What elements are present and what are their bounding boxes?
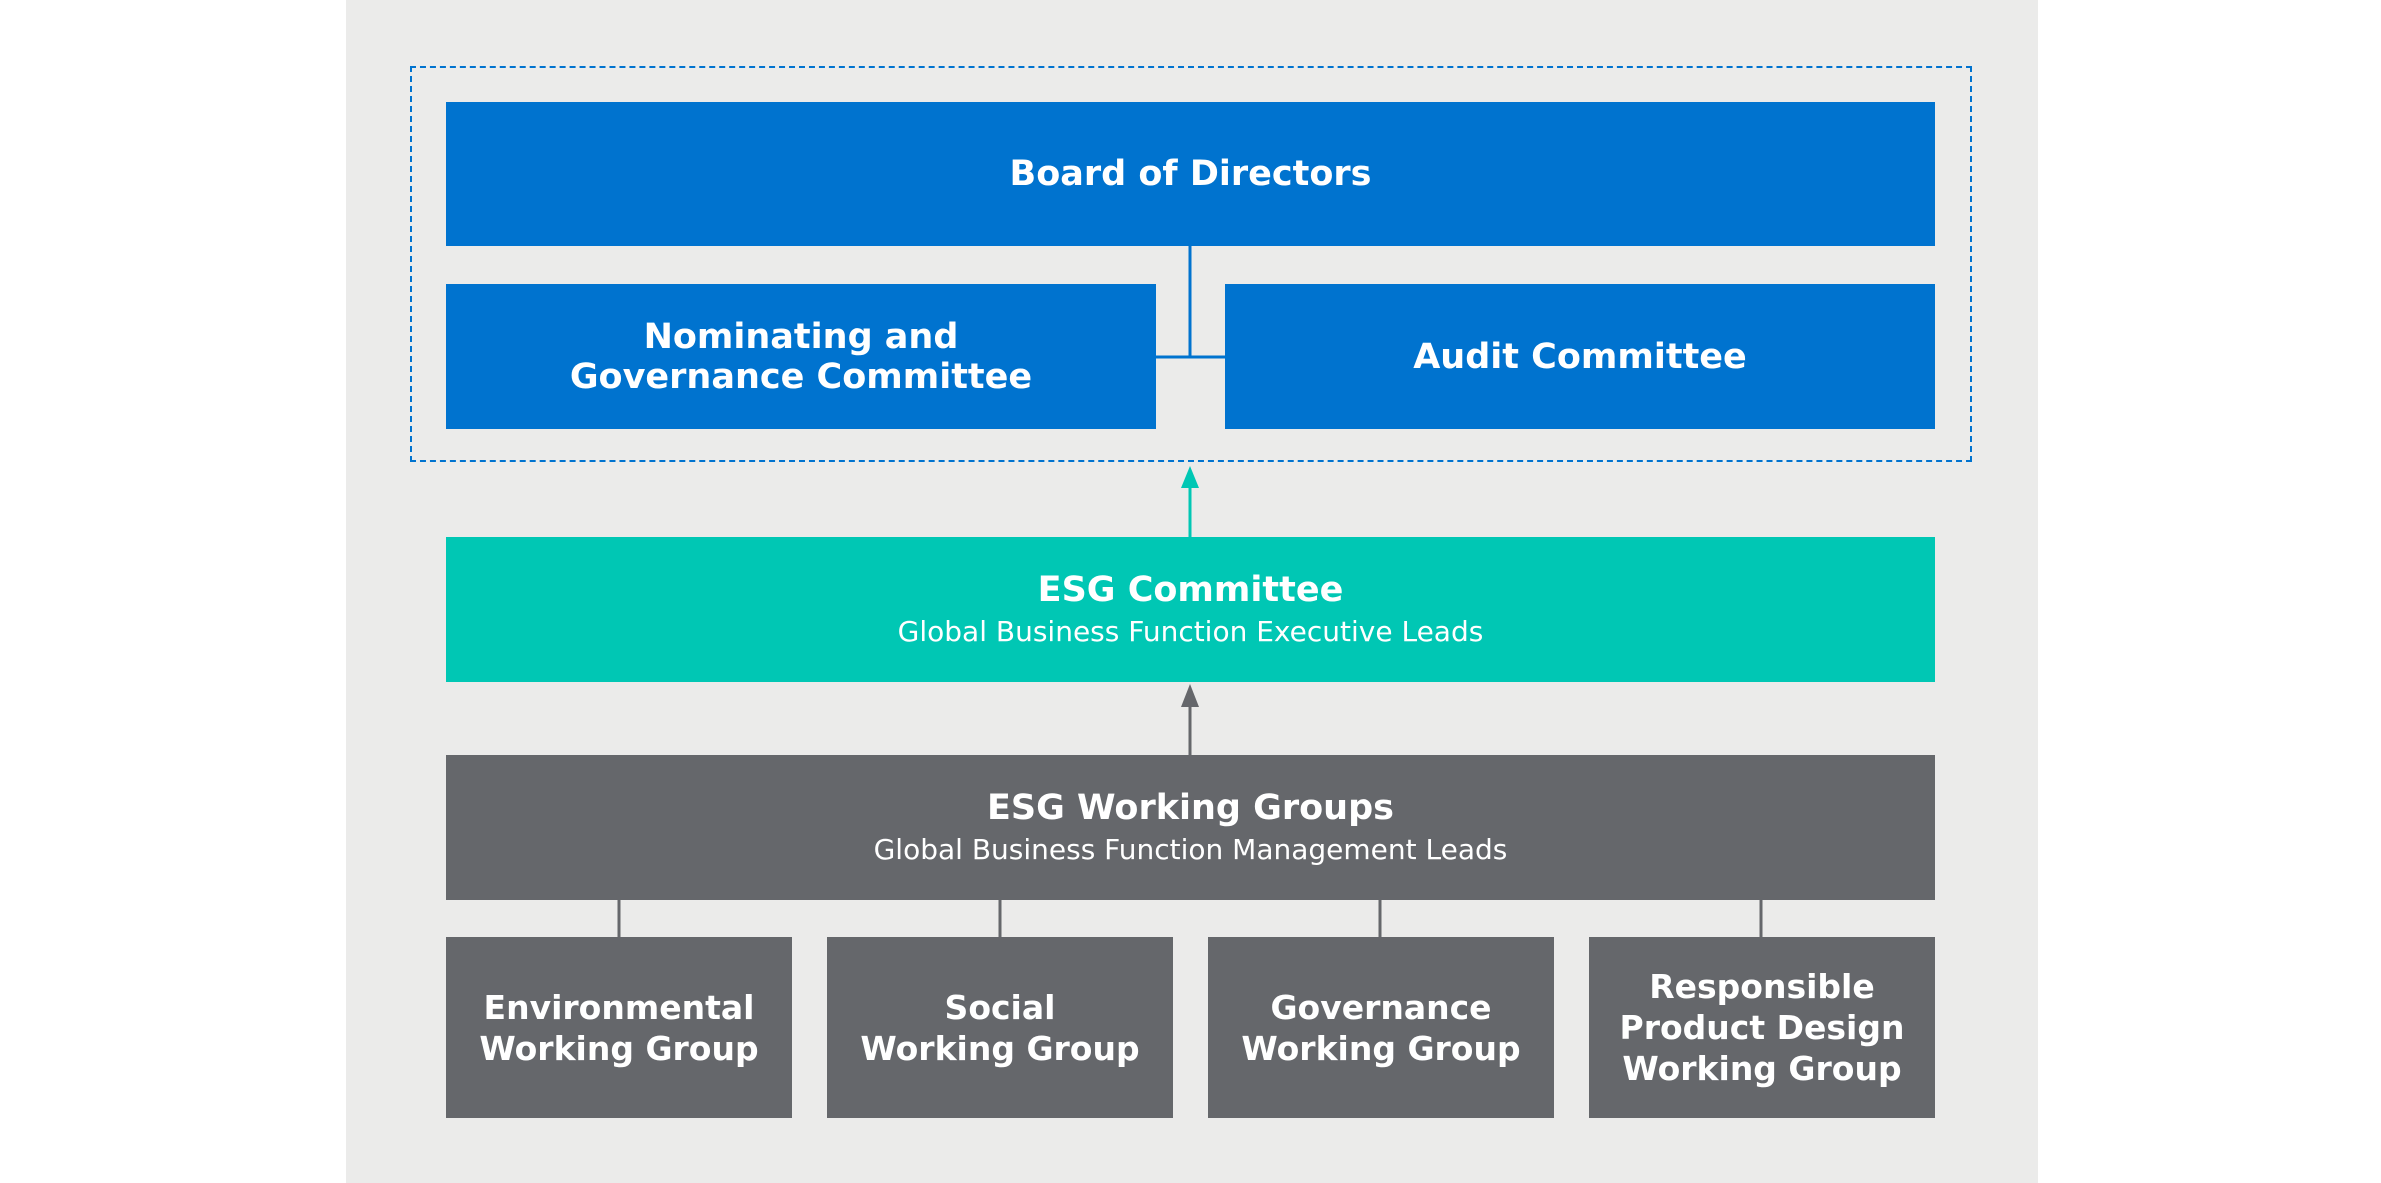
environmental-working-group-box: Environmental Working Group (446, 937, 792, 1118)
nominating-governance-committee-box: Nominating and Governance Committee (446, 284, 1156, 429)
audit-committee-box: Audit Committee (1225, 284, 1935, 429)
esg-committee-subtitle: Global Business Function Executive Leads (897, 614, 1484, 648)
nominating-governance-committee-title: Nominating and Governance Committee (569, 316, 1033, 397)
audit-committee-title: Audit Committee (1413, 336, 1747, 377)
responsible-product-design-working-group-title: Responsible Product Design Working Group (1619, 967, 1905, 1088)
esg-working-groups-box: ESG Working Groups Global Business Funct… (446, 755, 1935, 900)
esg-committee-box: ESG Committee Global Business Function E… (446, 537, 1935, 682)
board-of-directors-title: Board of Directors (1009, 154, 1372, 194)
social-working-group-box: Social Working Group (827, 937, 1173, 1118)
governance-working-group-box: Governance Working Group (1208, 937, 1554, 1118)
esg-working-groups-title: ESG Working Groups (987, 787, 1394, 828)
responsible-product-design-working-group-box: Responsible Product Design Working Group (1589, 937, 1935, 1118)
environmental-working-group-title: Environmental Working Group (479, 987, 759, 1068)
esg-working-groups-subtitle: Global Business Function Management Lead… (873, 832, 1508, 866)
social-working-group-title: Social Working Group (860, 987, 1140, 1068)
board-oversight-boundary (410, 66, 1972, 462)
governance-working-group-title: Governance Working Group (1241, 987, 1521, 1068)
board-of-directors-box: Board of Directors (446, 102, 1935, 246)
esg-committee-title: ESG Committee (1037, 569, 1344, 610)
